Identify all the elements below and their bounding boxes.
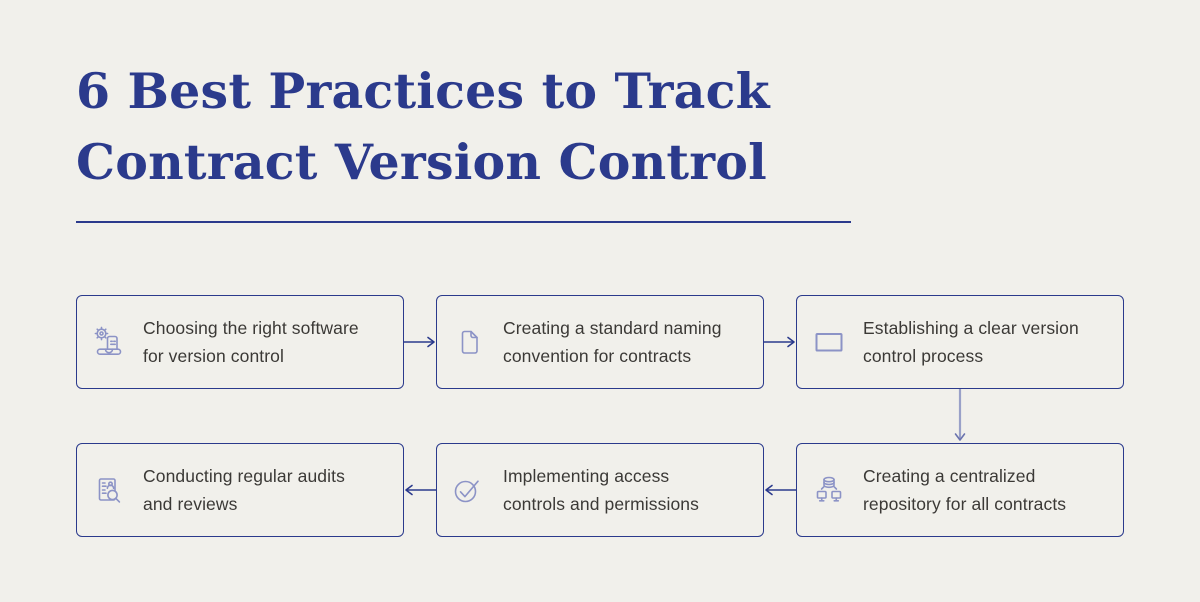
flow-step-label: Conducting regular audits and reviews	[143, 466, 345, 514]
flow-step-label: Establishing a clear version control pro…	[863, 318, 1079, 366]
flow-step-box-4: Creating a centralized repository for al…	[796, 443, 1124, 537]
audit-search-icon	[90, 471, 128, 509]
window-frame-icon	[810, 323, 848, 361]
arrow-right-step1-to-step2	[403, 335, 437, 349]
flow-step-label: Implementing access controls and permiss…	[503, 466, 699, 514]
flow-step-label: Creating a centralized repository for al…	[863, 466, 1067, 514]
flow-step-label: Choosing the right software for version …	[143, 318, 359, 366]
flow-step-box-3: Establishing a clear version control pro…	[796, 295, 1124, 389]
page-title-line-2: Contract Version Control	[76, 133, 767, 191]
flow-step-box-5: Implementing access controls and permiss…	[436, 443, 764, 537]
flow-step-box-6: Conducting regular audits and reviews	[76, 443, 404, 537]
flow-step-box-1: Choosing the right software for version …	[76, 295, 404, 389]
check-circle-icon	[450, 471, 488, 509]
page-title: 6 Best Practices to Track Contract Versi…	[76, 56, 770, 198]
arrow-down-step3-to-step4	[953, 389, 967, 445]
arrow-left-step4-to-step5	[763, 483, 797, 497]
document-icon	[450, 323, 488, 361]
arrow-left-step5-to-step6	[403, 483, 437, 497]
title-underline	[76, 221, 851, 223]
flow-step-label: Creating a standard naming convention fo…	[503, 318, 722, 366]
page-title-line-1: 6 Best Practices to Track	[76, 62, 770, 120]
repository-network-icon	[810, 471, 848, 509]
laptop-gear-icon	[90, 323, 128, 361]
arrow-right-step2-to-step3	[763, 335, 797, 349]
flow-step-box-2: Creating a standard naming convention fo…	[436, 295, 764, 389]
